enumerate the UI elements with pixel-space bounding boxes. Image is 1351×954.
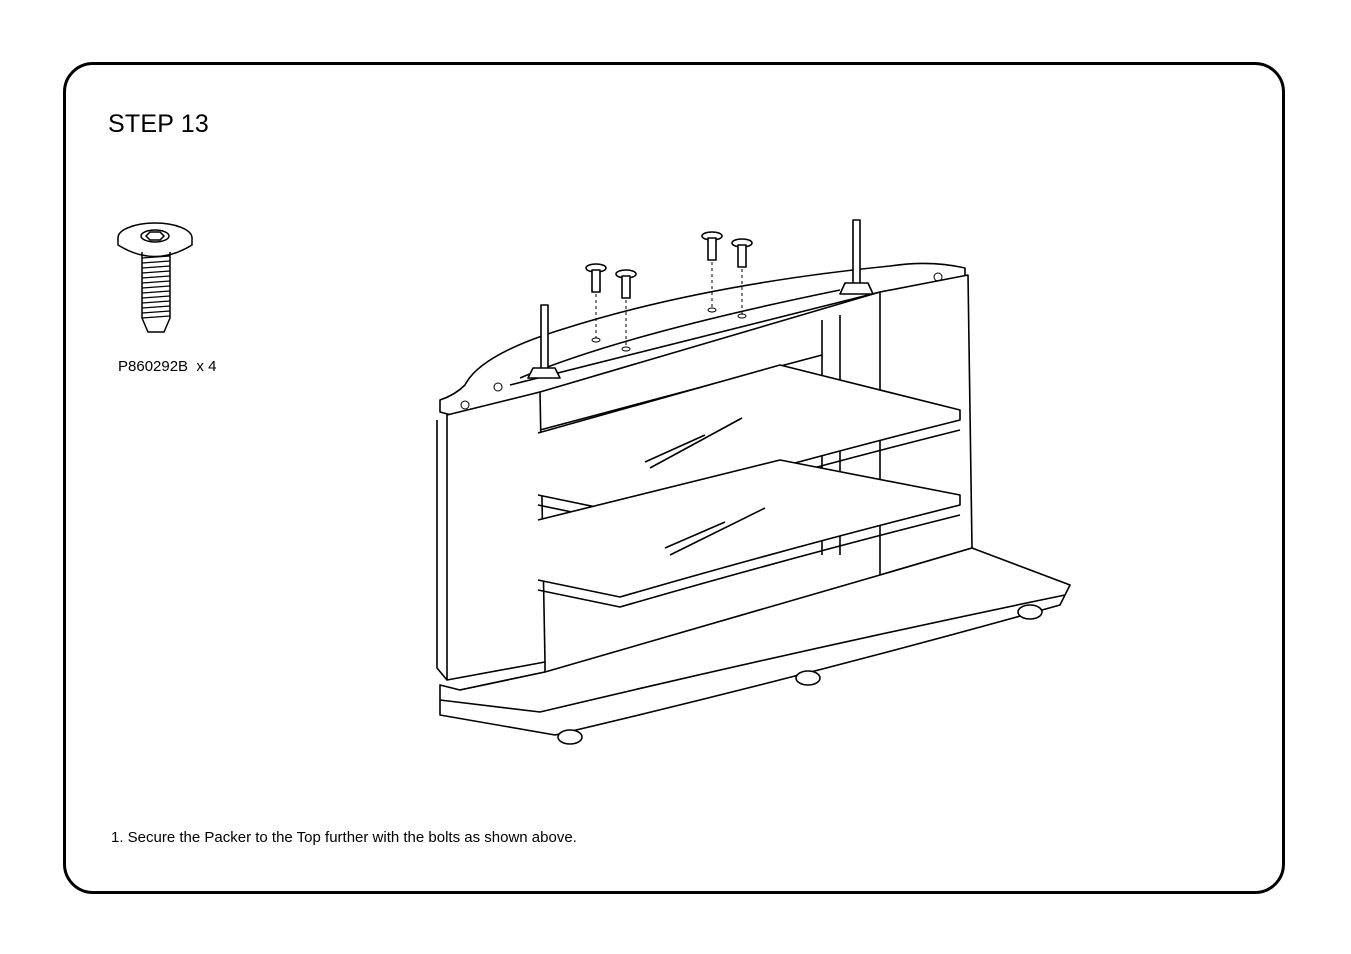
page-frame (63, 62, 1285, 894)
step-title: STEP 13 (108, 110, 209, 138)
instruction-step-1: 1. Secure the Packer to the Top further … (111, 829, 577, 846)
part-code-quantity: P860292B x 4 (118, 358, 217, 375)
bolt-icon (117, 222, 193, 333)
